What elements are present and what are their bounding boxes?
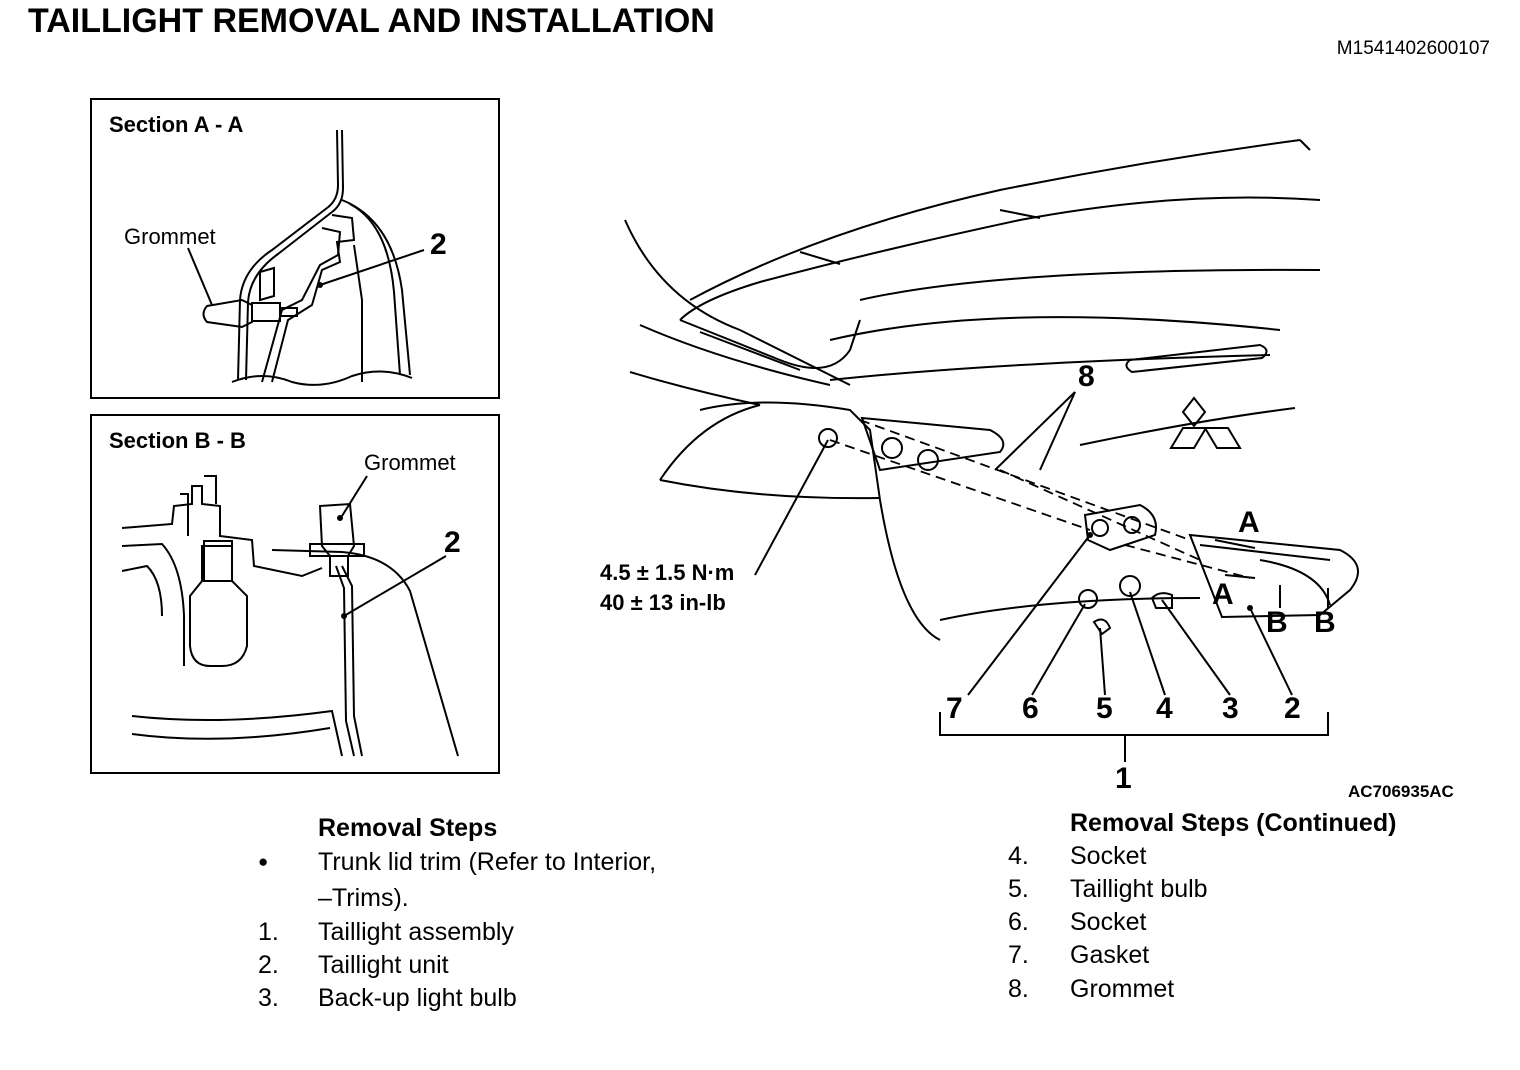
removal-steps-heading: Removal Steps xyxy=(318,814,498,842)
section-mark-b2: B xyxy=(1314,606,1336,639)
step-text: Taillight unit xyxy=(318,951,449,979)
step-number: 4. xyxy=(1008,842,1029,870)
section-a-label: Section A - A xyxy=(109,112,244,137)
step-number: 2. xyxy=(258,951,279,979)
step-text: Back-up light bulb xyxy=(318,984,517,1012)
callout-5: 5 xyxy=(1096,692,1113,725)
callout-2: 2 xyxy=(1284,692,1301,725)
callout-1: 1 xyxy=(1115,762,1132,795)
step-text: Gasket xyxy=(1070,941,1150,969)
callout-3: 3 xyxy=(1222,692,1239,725)
bullet-icon: ● xyxy=(258,852,269,871)
torque-inlb: 40 ± 13 in-lb xyxy=(600,590,726,615)
step-number: 7. xyxy=(1008,941,1029,969)
step-text: Taillight bulb xyxy=(1070,875,1208,903)
step-text: Grommet xyxy=(1070,975,1175,1003)
step-number: 8. xyxy=(1008,975,1029,1003)
step-text: Socket xyxy=(1070,908,1147,936)
callout-6: 6 xyxy=(1022,692,1039,725)
figure-id: AC706935AC xyxy=(1348,782,1454,801)
step-text: Socket xyxy=(1070,842,1147,870)
section-mark-a-bottom: A xyxy=(1212,578,1234,611)
step-number: 5. xyxy=(1008,875,1029,903)
section-a-callout-2: 2 xyxy=(430,228,447,261)
section-mark-b1: B xyxy=(1266,606,1288,639)
step-number: 3. xyxy=(258,984,279,1012)
section-b-drawing xyxy=(121,475,459,757)
step-text: Trunk lid trim (Refer to Interior, xyxy=(318,848,657,876)
callout-4: 4 xyxy=(1156,692,1173,725)
section-b-callout-2: 2 xyxy=(444,526,461,559)
document-id: M1541402600107 xyxy=(1336,38,1490,59)
callout-7: 7 xyxy=(946,692,963,725)
section-a-drawing xyxy=(187,129,425,386)
step-text: –Trims). xyxy=(318,884,409,912)
section-mark-a-top: A xyxy=(1238,506,1260,539)
section-b-panel: Section B - B Grommet 2 xyxy=(90,414,500,774)
callout-8: 8 xyxy=(1078,360,1095,393)
page-title: TAILLIGHT REMOVAL AND INSTALLATION xyxy=(28,2,715,40)
removal-steps-continued-heading: Removal Steps (Continued) xyxy=(1070,809,1397,837)
section-b-label: Section B - B xyxy=(109,428,246,453)
step-number: 6. xyxy=(1008,908,1029,936)
section-b-grommet-label: Grommet xyxy=(364,450,456,475)
torque-nm: 4.5 ± 1.5 N·m xyxy=(600,560,735,585)
section-a-grommet-label: Grommet xyxy=(124,224,216,249)
section-a-panel: Section A - A Grommet 2 xyxy=(90,98,500,399)
step-text: Taillight assembly xyxy=(318,918,514,946)
step-number: 1. xyxy=(258,918,279,946)
